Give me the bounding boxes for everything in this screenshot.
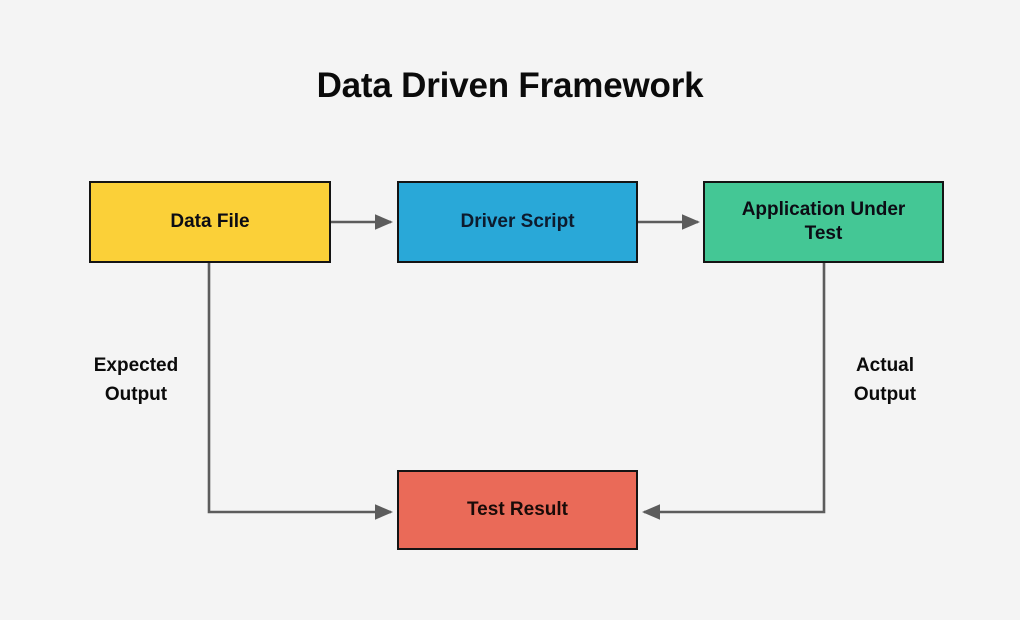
edge-application-under-test-to-test-result: [641, 263, 826, 520]
node-driver-script-label: Driver Script: [460, 210, 575, 232]
edge-label-actual-output: Actual Output: [853, 355, 917, 405]
node-application-under-test[interactable]: Application Under Test: [703, 181, 944, 263]
edge-data-file-to-test-result: [207, 263, 394, 520]
edge-label-expected-output: Expected Output: [93, 355, 179, 405]
node-data-file[interactable]: Data File: [89, 181, 331, 263]
node-test-result[interactable]: Test Result: [397, 470, 638, 550]
node-driver-script[interactable]: Driver Script: [397, 181, 638, 263]
node-test-result-label: Test Result: [466, 498, 568, 520]
node-application-under-test-label: Application Under Test: [741, 198, 906, 244]
node-data-file-label: Data File: [170, 210, 250, 232]
page-title: Data Driven Framework: [316, 66, 704, 105]
